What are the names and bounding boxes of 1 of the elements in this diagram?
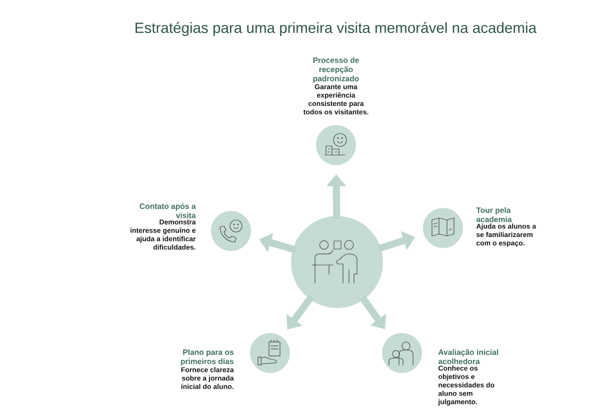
- title: Estratégias para uma primeira visita memorável na academia: [136, 22, 537, 36]
